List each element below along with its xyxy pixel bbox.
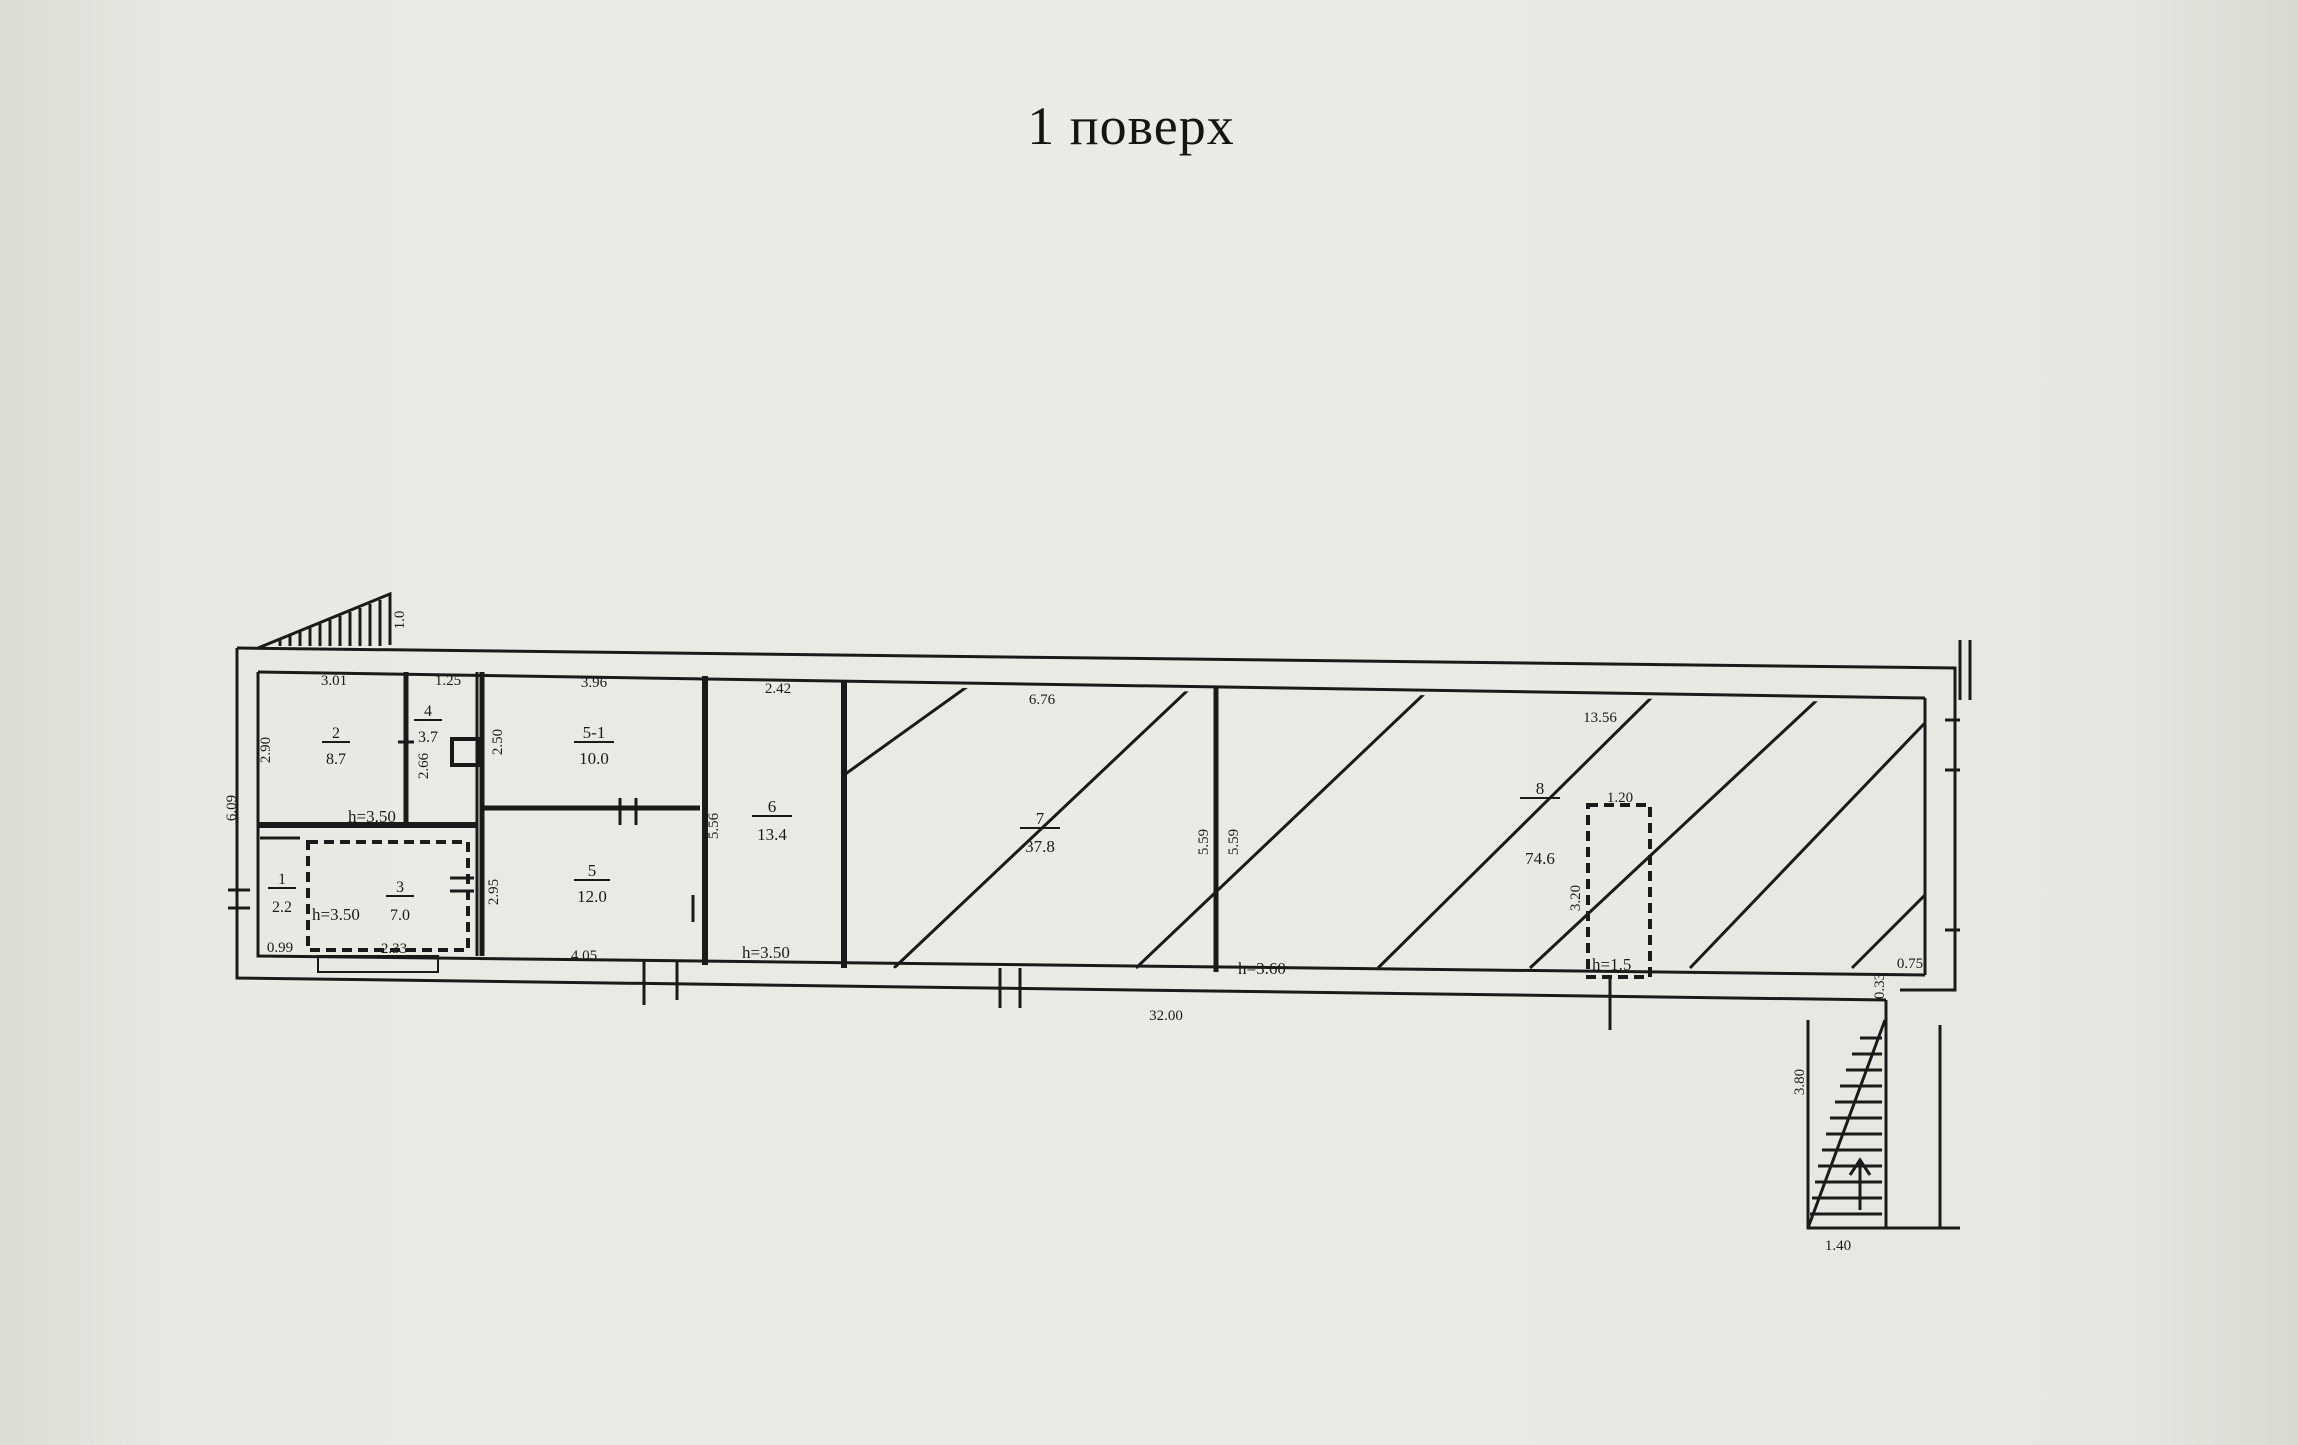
dim-label: 2.66	[416, 752, 432, 779]
dim-label: 3.20	[1568, 885, 1584, 911]
height-label: h=3.50	[742, 943, 790, 962]
dim-label: 13.56	[1583, 710, 1617, 726]
entrance-stair-top	[257, 591, 392, 650]
stair-bar	[317, 955, 439, 973]
dim-label: 3.80	[1792, 1069, 1808, 1095]
room-area: 8.7	[326, 751, 346, 768]
floor-title: 1 поверх	[1027, 96, 1235, 156]
entrance-stair-bottom	[1806, 1019, 1960, 1230]
dim-label: 0.99	[267, 940, 293, 956]
room-number: 4	[424, 703, 432, 720]
room3-dashed-outline	[306, 840, 470, 952]
dim-label: 32.00	[1149, 1008, 1183, 1024]
room-number: 8	[1536, 779, 1545, 798]
dim-label: 2.42	[765, 681, 791, 697]
room-number: 6	[768, 797, 777, 816]
room-area: 2.2	[272, 899, 292, 916]
height-label: h=3.50	[348, 807, 396, 826]
vertical-dimensions: 2.90 6.09 2.66 2.50 2.95 5.56 5.59 5.59 …	[224, 611, 1888, 1096]
dim-label: 5.59	[1226, 829, 1242, 855]
door-ticks	[228, 640, 1972, 1030]
room-5-1: 5-1 10.0	[574, 723, 614, 768]
room-area: 7.0	[390, 907, 410, 924]
dim-label: 5.59	[1196, 829, 1212, 855]
room-number: 3	[396, 879, 404, 896]
dim-label: 1.40	[1825, 1238, 1851, 1254]
dim-label: 3.96	[581, 675, 608, 691]
dim-label: 6.76	[1029, 692, 1056, 708]
dim-label: 1.20	[1607, 790, 1633, 806]
dim-label: 6.09	[224, 795, 240, 821]
room-labels: 1 2.2 2 8.7 3 7.0 4 3.7 5-1 10.0 5 12.0	[268, 703, 1560, 924]
dim-label: 3.01	[321, 673, 347, 689]
room-area: 74.6	[1525, 849, 1555, 868]
room-2: 2 8.7	[322, 725, 350, 768]
horizontal-dimensions: 3.01 1.25 3.96 2.42 6.76 13.56 1.20 0.99…	[267, 673, 1923, 1254]
room-area: 12.0	[577, 887, 607, 906]
dim-label: 5.56	[706, 812, 722, 839]
room-1: 1 2.2	[268, 871, 296, 916]
dim-label: 2.50	[490, 729, 506, 755]
room-6: 6 13.4	[752, 797, 792, 844]
hatching	[844, 686, 1925, 970]
height-label: h=1.5	[1592, 955, 1631, 974]
dim-label: 0.33	[1872, 973, 1888, 999]
dim-label: 0.75	[1897, 956, 1923, 972]
interior-partitions	[258, 672, 1219, 972]
dim-label: 1.0	[392, 611, 408, 630]
room-number: 7	[1036, 809, 1045, 828]
room-8: 8 74.6	[1520, 779, 1560, 868]
room-number: 5-1	[583, 723, 606, 742]
room-area: 37.8	[1025, 837, 1055, 856]
dim-label: 2.90	[258, 737, 274, 763]
dim-label: 2.33	[381, 941, 407, 957]
dim-label: 1.25	[435, 673, 461, 689]
room-7: 7 37.8	[1020, 809, 1060, 856]
height-label: h=3.60	[1238, 959, 1286, 978]
room-number: 5	[588, 861, 597, 880]
room-number: 2	[332, 725, 340, 742]
room-4: 4 3.7	[414, 703, 442, 746]
room-3: 3 7.0	[386, 879, 414, 924]
toilet-fixture	[450, 737, 480, 767]
pit-dashed-outline	[1586, 803, 1652, 979]
room-area: 3.7	[418, 729, 438, 746]
dim-label: 4.05	[571, 948, 597, 964]
room-number: 1	[278, 871, 286, 888]
ceiling-heights: h=3.50 h=3.50 h=3.50 h=3.60 h=1.5	[312, 807, 1631, 978]
exterior-walls	[235, 646, 1957, 1020]
room-area: 10.0	[579, 749, 609, 768]
dim-label: 2.95	[486, 879, 502, 905]
room-area: 13.4	[757, 825, 787, 844]
height-label: h=3.50	[312, 905, 360, 924]
room-5: 5 12.0	[574, 861, 610, 906]
